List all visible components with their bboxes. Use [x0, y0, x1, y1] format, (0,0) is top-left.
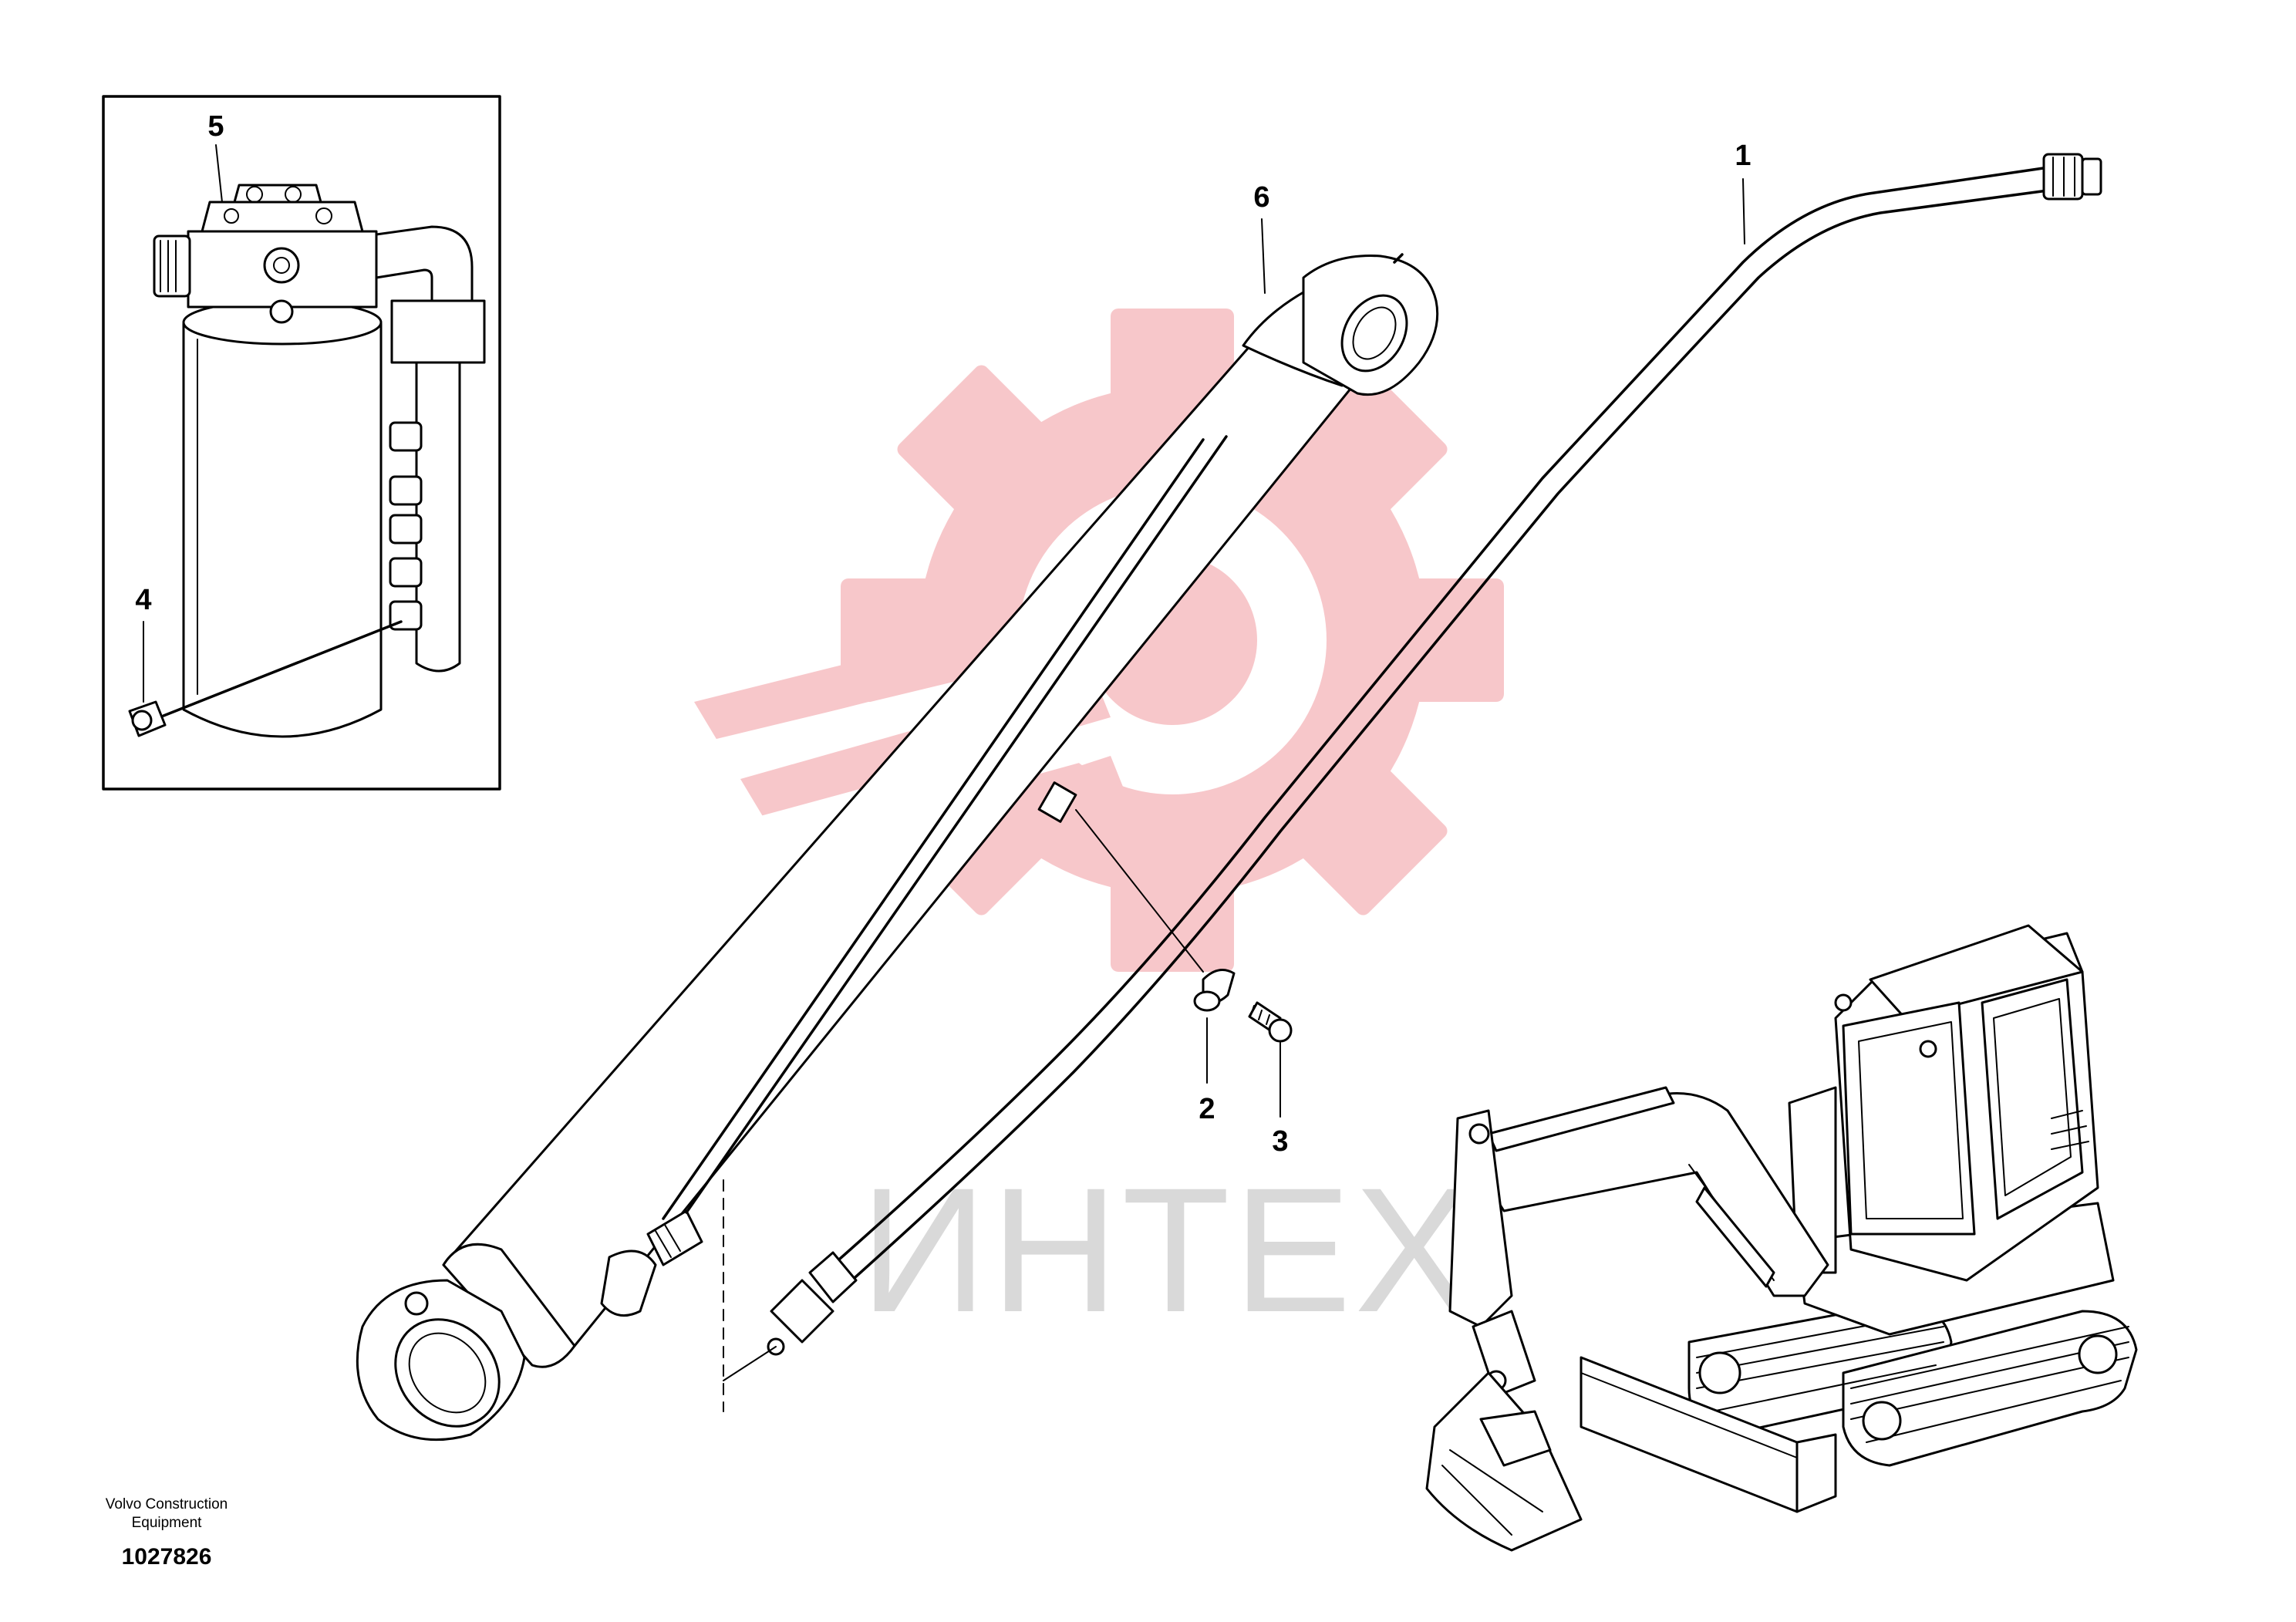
watermark-text: ИНТЕХ	[860, 1151, 1476, 1349]
hose-clamp	[1075, 809, 1236, 1012]
company-name-line1: Volvo Construction	[106, 1496, 228, 1512]
callout-1: 1	[1735, 140, 1751, 172]
callout-5: 5	[207, 110, 224, 143]
hydraulic-cylinder	[356, 253, 1439, 1442]
company-name-line2: Equipment	[132, 1515, 203, 1531]
drawing-footer: Volvo Construction Equipment 1027826	[106, 1496, 228, 1570]
callout-6: 6	[1253, 181, 1269, 214]
callout-3: 3	[1272, 1125, 1288, 1158]
callout-2: 2	[1199, 1093, 1215, 1125]
callout-4: 4	[135, 584, 151, 616]
bolt	[1248, 1001, 1293, 1043]
leader-lines	[143, 144, 1745, 1118]
oil-filter-assembly	[128, 184, 486, 738]
hydraulic-hose	[723, 153, 2102, 1412]
inset-frame	[102, 95, 501, 791]
drawing-number: 1027826	[122, 1544, 212, 1570]
callout-labels: 1 2 3 4 5 6	[135, 110, 1751, 1158]
mini-excavator-illustration	[1425, 924, 2138, 1552]
